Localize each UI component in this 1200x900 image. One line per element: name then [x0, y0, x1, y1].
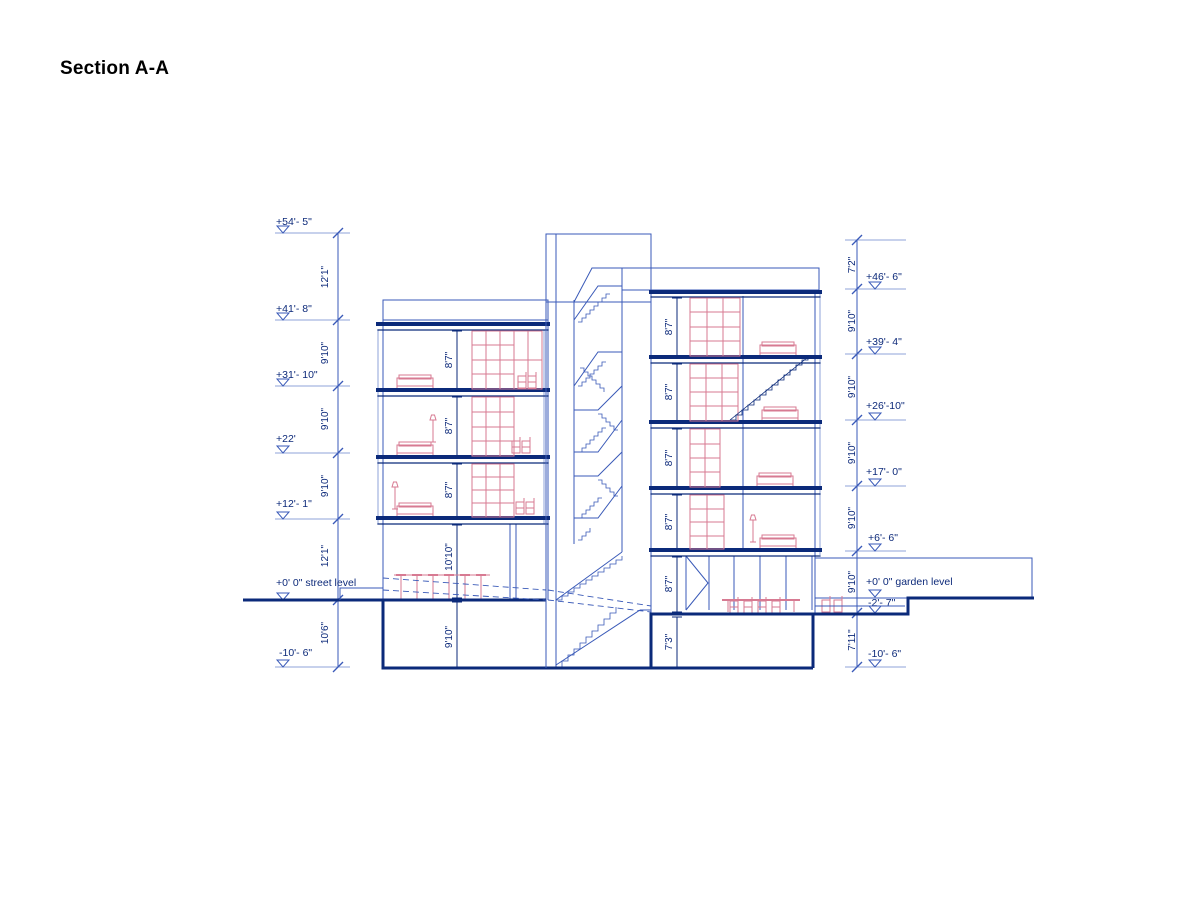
room-height-label: 8'7": [664, 318, 675, 335]
room-height-label: 8'7": [444, 351, 455, 368]
front-building: [377, 299, 549, 600]
rear-room-height-labels: 8'7" 8'7" 8'7" 8'7" 8'7" 7'3": [664, 318, 675, 650]
front-room-height-labels: 8'7" 8'7" 8'7" 10'10" 9'10": [444, 351, 455, 648]
room-height-label: 7'3": [664, 633, 675, 650]
left-dimension-labels: 12'1" 9'10" 9'10" 9'10" 12'1" 10'6": [320, 265, 331, 644]
level-label: +0' 0" street level: [276, 577, 356, 589]
room-height-label: 8'7": [664, 575, 675, 592]
right-level-labels: +46'- 6" +39'- 4" +26'-10" +17'- 0" +6'-…: [866, 271, 953, 660]
room-height-label: 8'7": [664, 449, 675, 466]
level-label: +54'- 5": [276, 216, 312, 228]
level-label: -10'- 6": [279, 647, 312, 659]
dim-label: 9'10": [847, 441, 858, 464]
page-title: Section A-A: [60, 58, 170, 79]
dim-label: 7'11": [847, 629, 858, 651]
rear-floor-slabs: [649, 290, 822, 557]
level-label: +46'- 6": [866, 271, 902, 283]
room-height-label: 9'10": [444, 625, 455, 648]
dim-label: 9'10": [320, 341, 331, 364]
level-label: +6'- 6": [868, 532, 898, 544]
right-dimension-labels: 7'2" 9'10" 9'10" 9'10" 9'10" 9'10" 7'11": [847, 256, 858, 650]
rear-building: [621, 267, 1033, 614]
front-floor-slabs: [376, 322, 550, 525]
dim-label: 12'1": [320, 544, 331, 567]
sight-lines: [382, 577, 652, 613]
level-label: +0' 0" garden level: [866, 576, 953, 588]
dim-label: 9'10": [320, 407, 331, 430]
level-label: +12'- 1": [276, 498, 312, 510]
garden-glazing: [685, 555, 813, 611]
bookshelf: [471, 463, 515, 518]
dim-label: 9'10": [847, 375, 858, 398]
level-label: +26'-10": [866, 400, 905, 412]
interior-stair: [729, 355, 809, 421]
street-step: [339, 587, 383, 600]
bookshelf: [689, 494, 725, 550]
bookshelf: [689, 297, 741, 357]
bar-stools: [394, 574, 490, 602]
ground-and-foundations: [243, 596, 1034, 670]
room-height-label: 8'7": [444, 481, 455, 498]
level-label: +22': [276, 433, 296, 445]
level-label: +31'- 10": [276, 369, 318, 381]
room-height-label: 8'7": [664, 513, 675, 530]
left-level-markers: [275, 225, 291, 668]
bookshelf: [471, 330, 543, 390]
dim-label: 9'10": [320, 474, 331, 497]
stair-treads: [556, 293, 623, 668]
dim-label: 9'10": [847, 570, 858, 593]
right-dim-ticks: [851, 234, 863, 673]
level-label: +41'- 8": [276, 303, 312, 315]
rear-furniture: [689, 297, 843, 614]
level-label: +39'- 4": [866, 336, 902, 348]
dining-table: [722, 596, 800, 614]
dim-label: 7'2": [847, 256, 858, 273]
front-furniture: [391, 330, 543, 602]
left-dimension-column: [275, 225, 350, 673]
room-height-label: 8'7": [444, 417, 455, 434]
dim-label: 9'10": [847, 309, 858, 332]
level-label: -10'- 6": [868, 648, 901, 660]
dim-label: 12'1": [320, 265, 331, 288]
level-label: -2'- 7": [868, 597, 896, 609]
left-level-labels: +54'- 5" +41'- 8" +31'- 10" +22' +12'- 1…: [276, 216, 356, 659]
level-label: +17'- 0": [866, 466, 902, 478]
bookshelf: [471, 396, 515, 457]
room-height-label: 8'7": [664, 383, 675, 400]
rear-room-dims: [672, 297, 682, 668]
left-dim-ticks: [332, 227, 344, 673]
bookshelf: [689, 363, 739, 422]
front-room-dims: [452, 330, 462, 668]
bookshelf: [689, 428, 721, 488]
dim-label: 9'10": [847, 506, 858, 529]
room-height-label: 10'10": [444, 543, 455, 571]
dim-label: 10'6": [320, 621, 331, 644]
